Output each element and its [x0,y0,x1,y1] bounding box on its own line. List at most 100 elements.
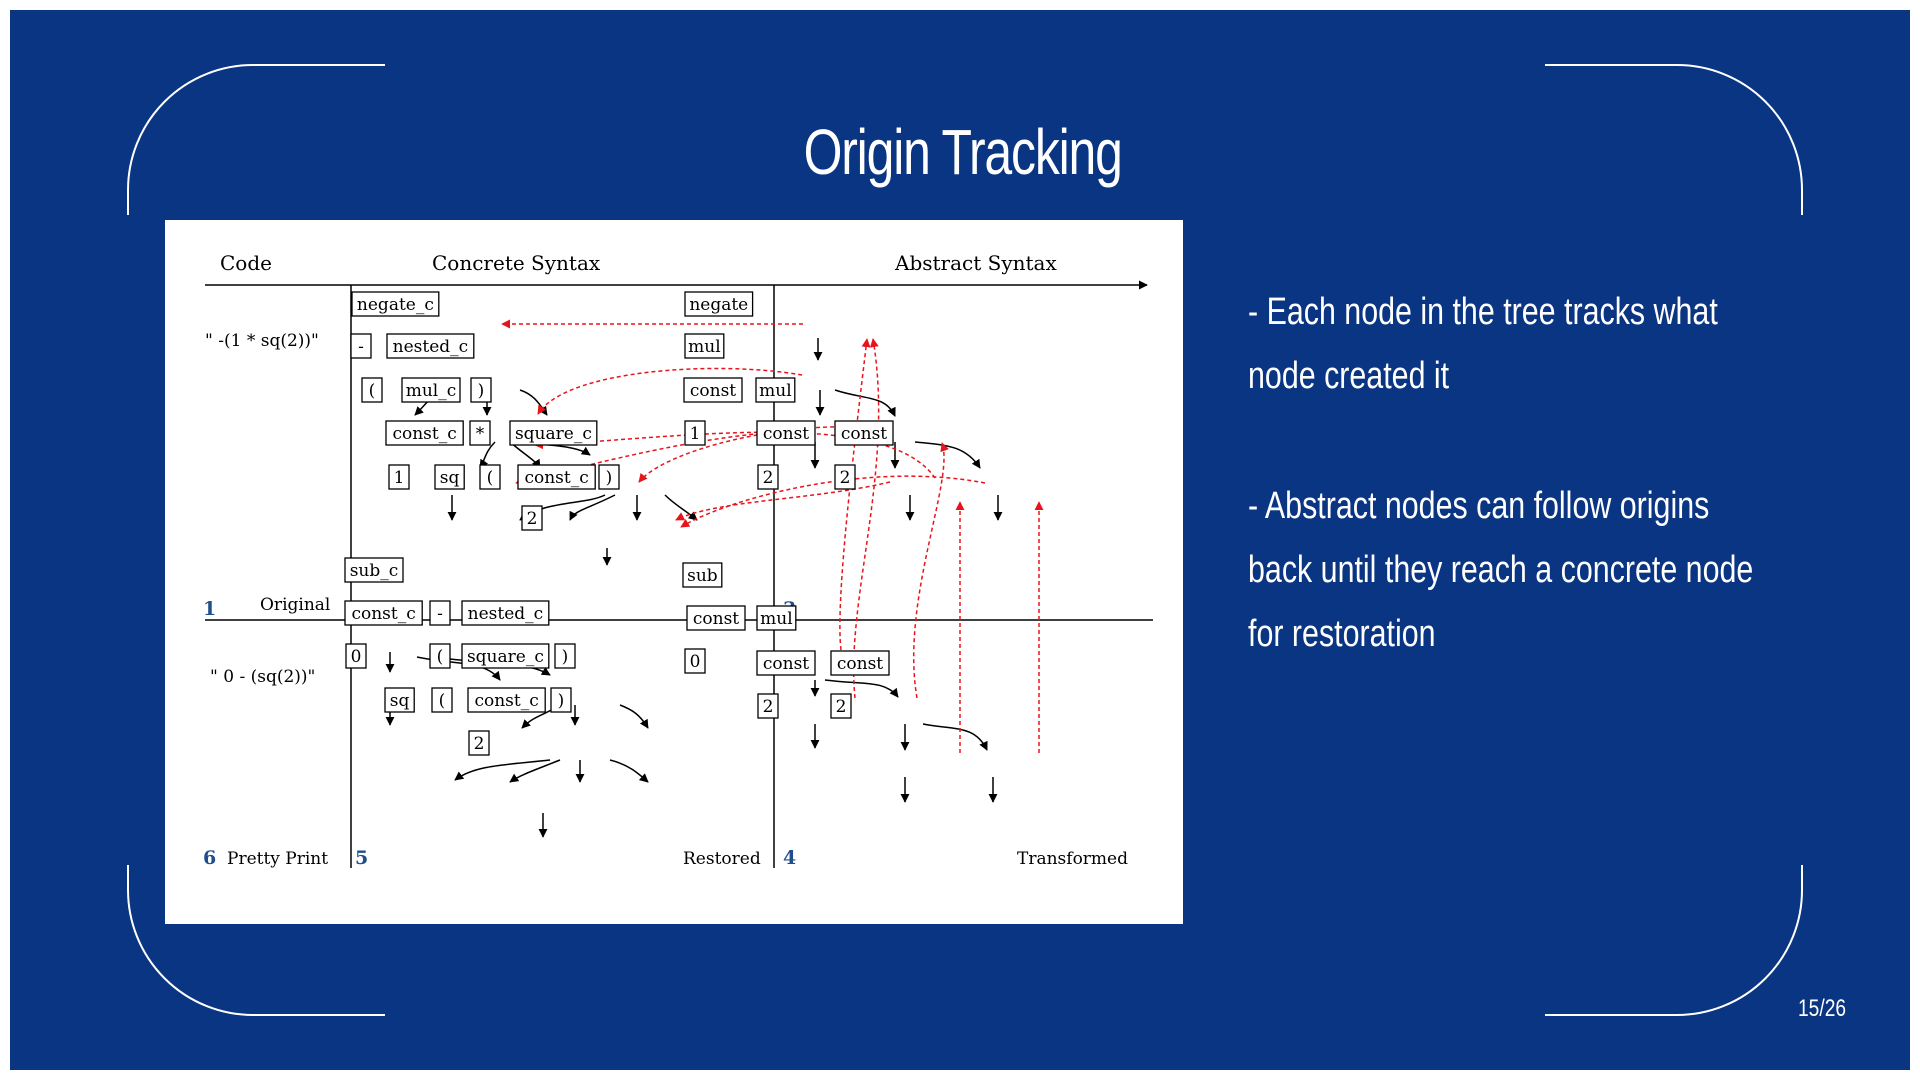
label-transformed: Transformed [1017,849,1128,869]
tree-node-q5-2: - [429,600,451,626]
tree-node-box [554,643,576,669]
tree-node-q4-3: 0 [684,648,706,674]
tree-node-q5-6: square_c [461,643,550,669]
tree-node-q5-5: ( [429,643,451,669]
tree-node-label: ) [562,647,569,667]
tree-node-label: nested_c [468,604,544,624]
tree-node-box [834,464,856,490]
tree-node-label: sq [440,468,460,488]
tree-node-q5-11: ) [550,687,572,713]
tree-node-label: 2 [840,468,851,488]
tree-node-q4-6: 2 [757,693,779,719]
tree-node-q2-9: 1 [388,464,410,490]
tree-node-label: const_c [351,604,415,624]
bullet-1-line-2: node created it [1248,355,1450,397]
quadrant-number-4: 4 [783,847,796,869]
tree-node-q2-0: negate_c [351,291,440,317]
tree-node-box [385,420,464,446]
tree-node-q2-7: * [469,420,491,446]
tree-node-box [683,377,743,403]
tree-node-box [461,600,550,626]
tree-node-label: const [690,381,736,401]
tree-node-label: ( [439,691,446,711]
tree-node-label: const [837,654,883,674]
tree-node-label: - [358,337,364,357]
tree-node-label: mul [759,381,792,401]
tree-node-q5-4: 0 [345,643,367,669]
tree-node-label: square_c [467,647,544,667]
tree-node-box [345,643,367,669]
tree-node-label: const_c [524,468,588,488]
tree-node-label: ) [558,691,565,711]
tree-node-box [344,600,423,626]
bullet-2: - Abstract nodes can follow origins back… [1248,474,1753,666]
tree-node-q5-3: nested_c [461,600,550,626]
tree-node-label: 2 [527,509,538,529]
quadrant-number-5: 5 [355,847,368,869]
tree-node-q5-7: ) [554,643,576,669]
tree-node-box [429,643,451,669]
label-original: Original [260,595,330,615]
quadrant-number-1: 1 [203,598,216,620]
tree-node-box [521,505,543,531]
tree-node-box [684,333,725,359]
tree-node-label: square_c [515,424,592,444]
tree-node-box [401,377,461,403]
quadrant-number-6: 6 [203,847,216,869]
bullet-list: - Each node in the tree tracks what node… [1248,280,1848,732]
tree-node-label: ) [478,381,485,401]
tree-node-label: mul [760,609,793,629]
tree-node-box [684,420,706,446]
tree-node-box [517,464,596,490]
tree-node-label: sub_c [350,561,399,581]
tree-node-label: - [437,604,443,624]
origin-tracking-figure: Code Concrete Syntax Abstract Syntax " -… [165,220,1183,924]
tree-node-q2-8: square_c [509,420,598,446]
tree-node-label: const_c [474,691,538,711]
tree-node-q2-3: ( [361,377,383,403]
tree-node-label: const [763,654,809,674]
tree-node-label: 1 [394,468,405,488]
code-pretty: " 0 - (sq(2))" [210,667,315,687]
tree-node-box [682,562,723,588]
tree-node-q5-12: 2 [468,730,490,756]
tree-node-box [388,464,410,490]
tree-node-q3-1: mul [684,333,725,359]
tree-node-box [467,687,546,713]
tree-node-label: ( [487,468,494,488]
tree-node-label: 2 [474,734,485,754]
tree-node-q4-7: 2 [830,693,852,719]
tree-node-label: const [693,609,739,629]
tree-node-box [386,333,475,359]
tree-node-box [344,557,404,583]
tree-node-box [834,420,894,446]
tree-node-box [757,693,779,719]
tree-node-label: nested_c [393,337,469,357]
bullet-1: - Each node in the tree tracks what node… [1248,280,1728,408]
tree-node-q2-1: - [350,333,372,359]
tree-node-label: 1 [690,424,701,444]
tree-node-box [830,650,890,676]
tree-node-q3-8: 2 [834,464,856,490]
tree-node-box [429,600,451,626]
tree-node-label: 2 [763,468,774,488]
tree-node-box [431,687,453,713]
header-concrete-syntax: Concrete Syntax [432,251,601,275]
tree-node-box [757,464,779,490]
tree-node-label: * [476,424,485,444]
tree-node-label: negate [689,295,748,315]
tree-node-label: ( [437,647,444,667]
tree-node-q5-9: ( [431,687,453,713]
tree-node-q2-11: ( [479,464,501,490]
tree-node-box [755,377,796,403]
tree-node-q3-4: 1 [684,420,706,446]
tree-node-q2-10: sq [434,464,465,490]
tree-node-label: mul_c [406,381,457,401]
tree-nodes: negate_c - nested_c ( mul_c) const_c * square_c… [344,291,894,756]
bullet-1-line-1: - Each node in the tree tracks what [1248,291,1718,333]
tree-node-box [509,420,598,446]
tree-node-box [361,377,383,403]
slide-title: Origin Tracking [803,116,1123,188]
tree-node-q4-0: sub [682,562,723,588]
tree-node-q4-2: mul [756,605,797,631]
